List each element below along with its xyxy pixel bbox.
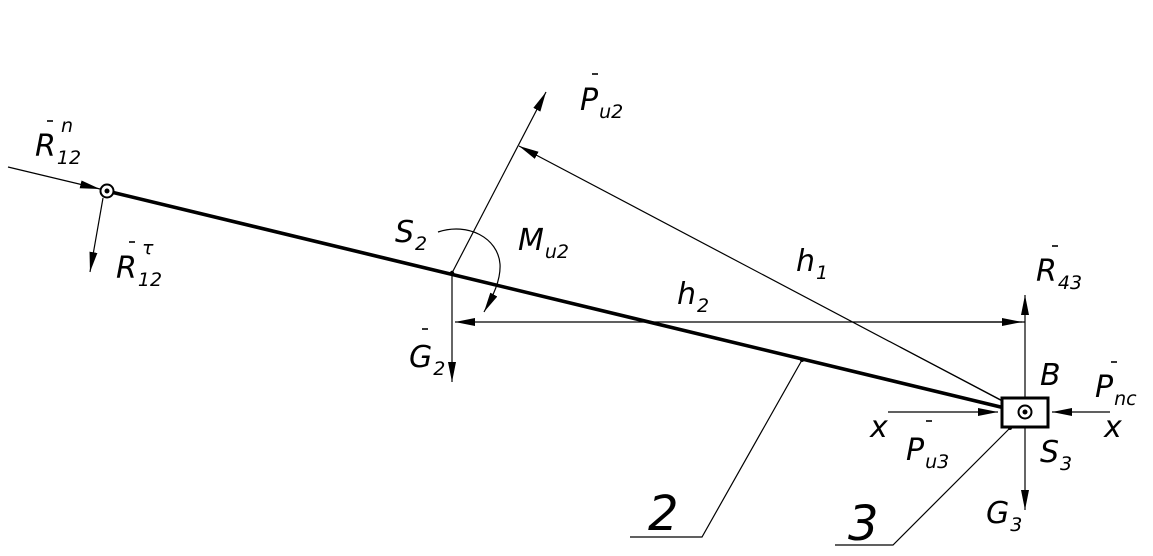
label-mu2: Mu2 bbox=[518, 223, 569, 263]
arm-h1-end-arrow bbox=[899, 346, 1021, 411]
label-s2: S2 bbox=[395, 215, 427, 255]
label-x-left: x bbox=[869, 410, 888, 445]
label-h2: h2 bbox=[677, 277, 709, 317]
label-r12n: R12n bbox=[35, 115, 81, 169]
moment-mu2-arrow bbox=[437, 228, 501, 313]
label-pu2: Pu2 bbox=[580, 83, 623, 123]
joint-a bbox=[99, 183, 115, 199]
force-r12t-arrow bbox=[89, 197, 104, 273]
vector-bars bbox=[47, 73, 1117, 422]
label-h1: h1 bbox=[796, 244, 828, 284]
label-g2: G2 bbox=[409, 340, 445, 380]
label-pu3: Pu3 bbox=[906, 433, 949, 473]
force-r12n-arrow bbox=[7, 166, 101, 190]
label-part-2: 2 bbox=[648, 486, 679, 542]
label-r12t: R12τ bbox=[116, 237, 162, 291]
label-b: B bbox=[1040, 358, 1061, 393]
center-of-mass-s2 bbox=[449, 270, 455, 276]
force-pu2-arrow bbox=[451, 91, 547, 274]
leader-2-line bbox=[630, 359, 803, 538]
label-x-right: x bbox=[1103, 410, 1122, 445]
label-pnc: Pnc bbox=[1095, 370, 1137, 410]
label-g3: G3 bbox=[986, 496, 1022, 536]
joint-b bbox=[1017, 404, 1033, 420]
label-part-3: 3 bbox=[848, 496, 879, 552]
leader-3-line bbox=[835, 427, 1011, 546]
connecting-rod bbox=[106, 189, 1014, 412]
label-s3: S3 bbox=[1040, 435, 1072, 475]
label-r43: R43 bbox=[1036, 254, 1082, 294]
